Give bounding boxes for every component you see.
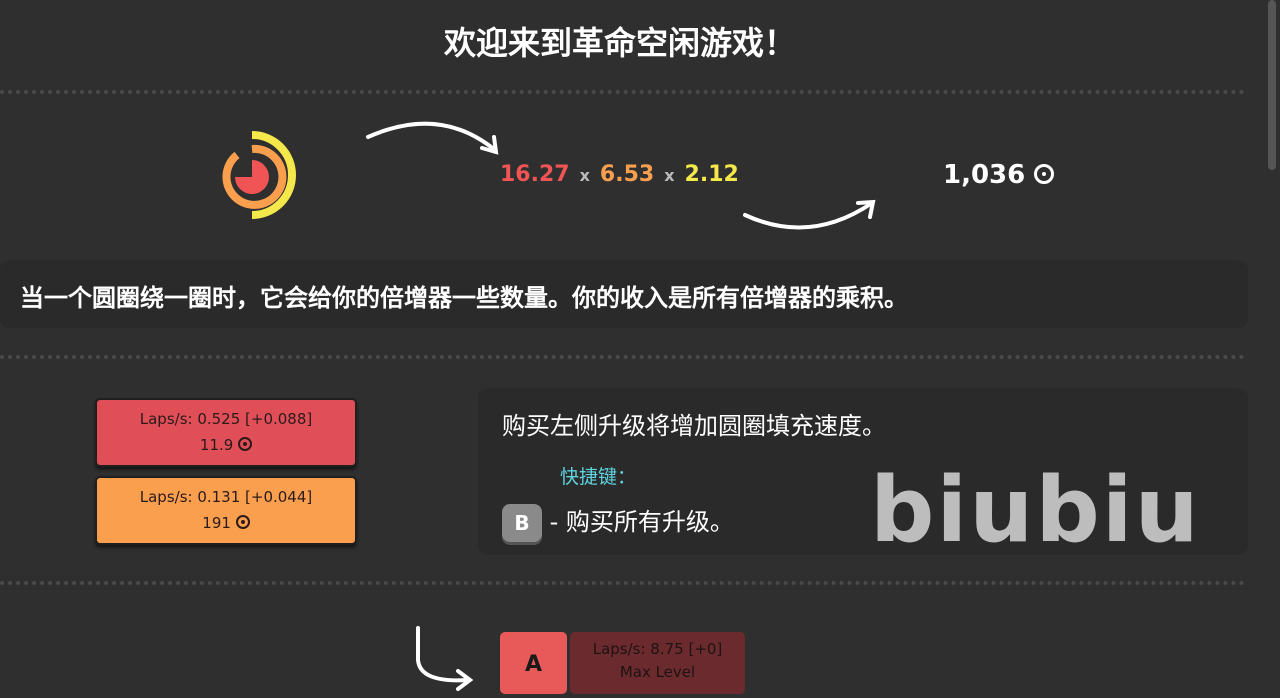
upgrade-status: Max Level xyxy=(619,663,696,681)
scrollbar[interactable] xyxy=(1268,0,1276,170)
upgrade-orange-button[interactable]: Laps/s: 0.131 [+0.044] 191 xyxy=(95,476,357,545)
multiplier-red: 16.27 xyxy=(500,162,570,187)
arrows-icon xyxy=(366,121,876,230)
upgrade-cost: 11.9 xyxy=(199,436,234,454)
max-level-upgrade: Laps/s: 8.75 [+0] Max Level xyxy=(570,632,745,694)
page-title: 欢迎来到革命空闲游戏！ xyxy=(443,24,796,62)
multiplier-yellow: 2.12 xyxy=(684,162,739,187)
watermark: biubiu xyxy=(870,458,1201,563)
income-value: 1,036 xyxy=(943,160,1026,190)
info-text: 购买左侧升级将增加圆圈填充速度。 xyxy=(502,412,886,440)
description: 当一个圆圈绕一圈时，它会给你的倍增器一些数量。你的收入是所有倍增器的乘积。 xyxy=(0,260,1248,328)
divider xyxy=(0,90,1245,94)
circles-logo-icon xyxy=(222,131,296,219)
info-panel: 购买左侧升级将增加圆圈填充速度。 快捷键： B - 购买所有升级。 biubiu xyxy=(478,388,1248,563)
upgrade-rate: Laps/s: 0.525 [+0.088] xyxy=(139,410,313,428)
upgrade-rate: Laps/s: 0.131 [+0.044] xyxy=(139,488,313,506)
coin-icon xyxy=(238,437,253,451)
multiplier-orange: 6.53 xyxy=(599,162,655,187)
key-b-badge: B xyxy=(502,504,542,542)
upgrade-red-button[interactable]: Laps/s: 0.525 [+0.088] 11.9 xyxy=(95,398,357,467)
shortcut-desc: - 购买所有升级。 xyxy=(549,508,734,536)
upgrade-rate: Laps/s: 8.75 [+0] xyxy=(592,640,723,658)
key-a-button[interactable]: A xyxy=(500,632,567,694)
upgrade-cost: 191 xyxy=(202,514,231,532)
arrow-down-right-icon xyxy=(416,626,474,691)
shortcut-label: 快捷键： xyxy=(560,466,637,488)
divider xyxy=(0,581,1245,585)
coin-icon xyxy=(235,515,250,529)
divider xyxy=(0,355,1245,359)
multipliers: 16.27 x 6.53 x 2.12 xyxy=(500,162,739,187)
times-sign: x xyxy=(664,166,675,185)
income: 1,036 xyxy=(943,160,1055,190)
shortcut-row: B - 购买所有升级。 xyxy=(502,502,734,542)
times-sign: x xyxy=(579,166,590,185)
coin-icon xyxy=(1034,164,1055,184)
